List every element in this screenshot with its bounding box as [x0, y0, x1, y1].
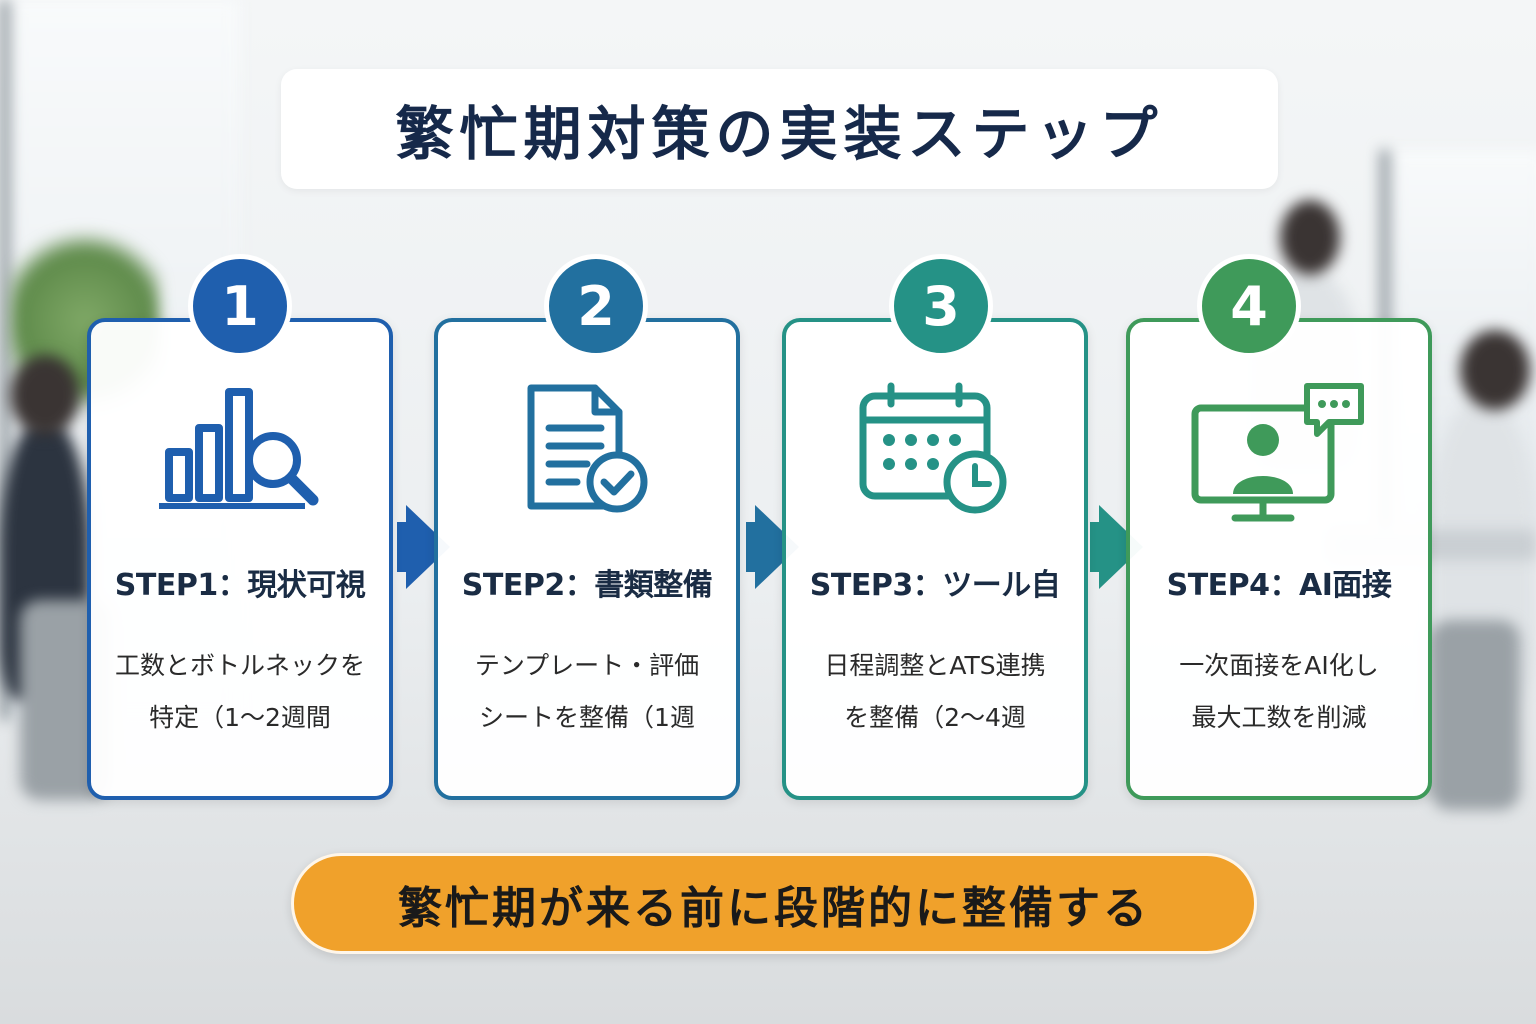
step-description: 一次面接をAI化し 最大工数を削減 — [1136, 640, 1422, 744]
step-label: STEP3：ツール自 — [809, 568, 1061, 603]
step-card-3: STEP3：ツール自 日程調整とATS連携 を整備（2〜4週 — [782, 318, 1088, 800]
step-number-badge: 4 — [1197, 254, 1301, 358]
footer-message: 繁忙期が来る前に段階的に整備する — [398, 882, 1150, 934]
step-description-line: 最大工数を削減 — [1191, 703, 1367, 732]
step-label: STEP1：現状可視 — [114, 568, 366, 603]
step-description-line: 一次面接をAI化し — [1179, 651, 1379, 680]
step-description: 工数とボトルネックを 特定（1〜2週間 — [97, 640, 383, 744]
calendar-clock-icon — [859, 382, 1007, 514]
step-card-4: STEP4：AI面接 一次面接をAI化し 最大工数を削減 — [1126, 318, 1432, 800]
bar-chart-magnifier-icon — [159, 388, 319, 509]
step-description-line: 工数とボトルネックを — [114, 651, 365, 680]
step-number-badge: 3 — [889, 254, 993, 358]
step-description-line: を整備（2〜4週 — [844, 703, 1026, 732]
step-description: 日程調整とATS連携 を整備（2〜4週 — [792, 640, 1078, 744]
document-check-icon — [527, 384, 648, 513]
monitor-interview-icon — [1191, 383, 1364, 522]
step-number-badge: 2 — [544, 254, 648, 358]
step-description: テンプレート・評価 シートを整備（1週 — [444, 640, 730, 744]
footer-banner: 繁忙期が来る前に段階的に整備する — [291, 853, 1257, 954]
page-title: 繁忙期対策の実装ステップ — [395, 100, 1164, 168]
step-label: STEP2：書類整備 — [461, 568, 713, 603]
step-card-1: STEP1：現状可視 工数とボトルネックを 特定（1〜2週間 — [87, 318, 393, 800]
step-description-line: 日程調整とATS連携 — [824, 651, 1046, 680]
step-card-2: STEP2：書類整備 テンプレート・評価 シートを整備（1週 — [434, 318, 740, 800]
step-number-badge: 1 — [188, 254, 292, 358]
step-label: STEP4：AI面接 — [1166, 568, 1392, 603]
title-banner: 繁忙期対策の実装ステップ — [281, 69, 1278, 189]
step-description-line: 特定（1〜2週間 — [149, 703, 331, 732]
step-description-line: テンプレート・評価 — [474, 651, 700, 680]
step-description-line: シートを整備（1週 — [479, 703, 695, 732]
